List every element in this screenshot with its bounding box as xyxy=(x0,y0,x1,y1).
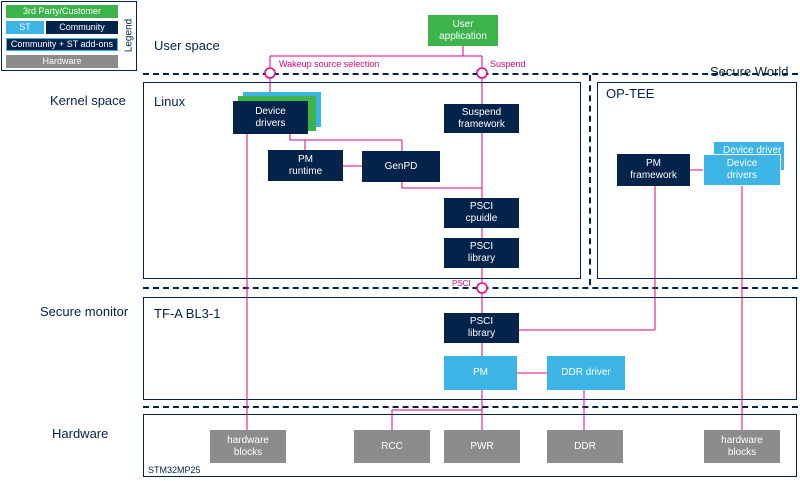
legend-st: ST xyxy=(6,21,44,34)
hardware-blocks-left-box[interactable]: hardware blocks xyxy=(210,430,286,463)
rcc-box[interactable]: RCC xyxy=(354,430,430,463)
zone-secure-monitor: Secure monitor xyxy=(40,304,129,319)
suspend-label: Suspend xyxy=(490,59,526,69)
ddr-box[interactable]: DDR xyxy=(547,430,623,463)
separator-monitor-hardware xyxy=(143,406,798,408)
separator-kernel-monitor xyxy=(143,287,798,289)
zone-kernel-space: Kernel space xyxy=(50,93,126,108)
separator-user-kernel xyxy=(143,73,798,75)
pm-box[interactable]: PM xyxy=(444,356,517,390)
psci-cpuidle-box[interactable]: PSCI cpuidle xyxy=(444,198,519,228)
pwr-box[interactable]: PWR xyxy=(444,430,520,463)
psci-library-tfa-box[interactable]: PSCI library xyxy=(444,313,519,343)
genpd-box[interactable]: GenPD xyxy=(362,151,440,182)
separator-secure-world xyxy=(589,75,591,285)
psci-library-linux-box[interactable]: PSCI library xyxy=(444,238,519,268)
pm-framework-box[interactable]: PM framework xyxy=(617,154,690,186)
hardware-blocks-right-box[interactable]: hardware blocks xyxy=(704,430,780,463)
psci-label: PSCI xyxy=(452,279,471,288)
device-drivers-optee-box[interactable]: Device drivers xyxy=(703,154,781,186)
legend-third-party: 3rd Party/Customer xyxy=(6,5,118,18)
user-application-box[interactable]: User application xyxy=(428,15,498,46)
tfa-frame-title: TF-A BL3-1 xyxy=(154,306,221,321)
linux-frame-title: Linux xyxy=(154,94,186,109)
soc-frame-title: STM32MP25 xyxy=(148,465,201,475)
legend: 3rd Party/Customer ST Community Communit… xyxy=(1,1,137,71)
suspend-framework-box[interactable]: Suspend framework xyxy=(444,104,519,133)
ddr-driver-box[interactable]: DDR driver xyxy=(547,356,625,390)
device-driver-back-label: Device driver xyxy=(723,145,782,156)
pm-runtime-box[interactable]: PM runtime xyxy=(268,150,343,181)
wakeup-source-label: Wakeup source selection xyxy=(279,59,380,69)
zone-secure-world: Secure World xyxy=(710,64,789,79)
legend-hardware: Hardware xyxy=(6,55,118,68)
legend-community: Community xyxy=(46,21,118,34)
device-drivers-box[interactable]: Device drivers xyxy=(233,101,308,134)
zone-hardware: Hardware xyxy=(52,426,109,441)
optee-frame-title: OP-TEE xyxy=(606,86,655,101)
zone-user-space: User space xyxy=(154,38,220,53)
legend-community-st: Community + ST add-ons xyxy=(6,38,118,51)
